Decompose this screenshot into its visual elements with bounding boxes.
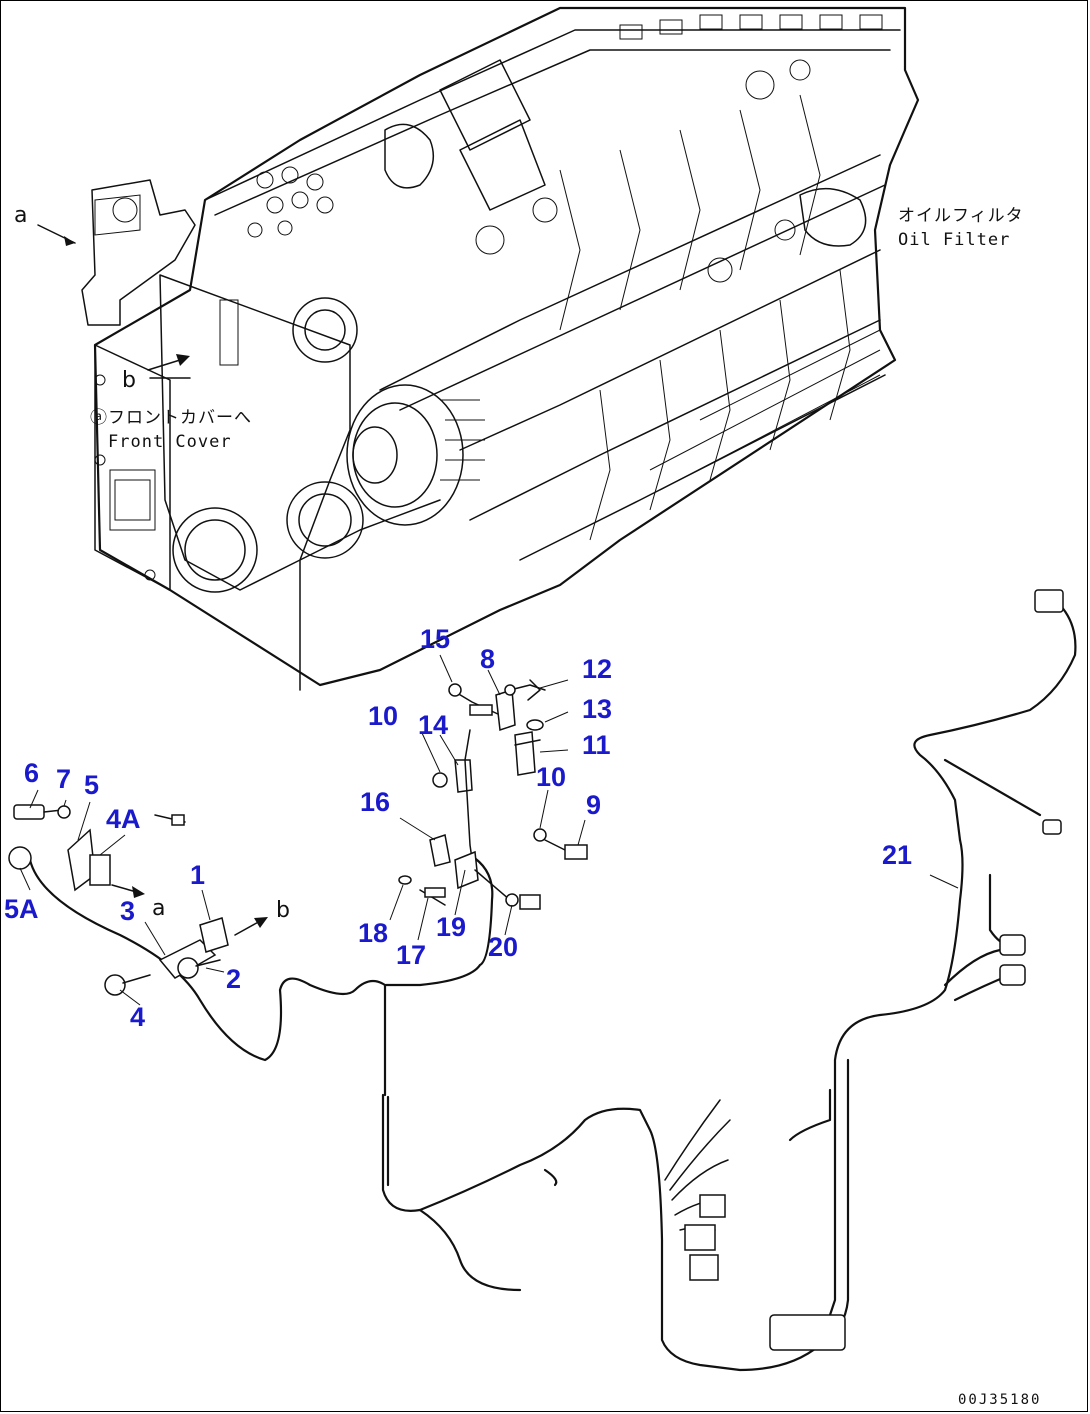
callout-14: 14 [418, 710, 449, 740]
callout-10-left: 10 [368, 701, 399, 731]
ref-a-top: a [14, 203, 28, 228]
callout-3: 3 [120, 896, 136, 926]
callout-13: 13 [582, 694, 613, 724]
callout-4: 4 [130, 1002, 146, 1032]
wiring-harness [28, 589, 1077, 1372]
callout-11: 11 [582, 730, 611, 760]
front-cover-label-jp: ⓐフロントカバーへ [90, 408, 252, 428]
reference-arrow-b-top [147, 354, 191, 379]
callout-19: 19 [436, 912, 467, 942]
oil-filter-label-jp: オイルフィルタ [898, 206, 1024, 226]
callout-5: 5 [84, 770, 100, 800]
drawing-code: 00J35180 [958, 1392, 1042, 1408]
left-sensor-parts [8, 804, 268, 996]
callout-7: 7 [56, 764, 72, 794]
callout-5a: 5A [4, 894, 39, 924]
callout-2: 2 [226, 964, 242, 994]
reference-arrow-a-top [37, 224, 76, 246]
callout-15: 15 [420, 624, 451, 654]
ref-a-mid: a [152, 896, 166, 921]
ref-b-mid: b [276, 898, 290, 923]
callout-1: 1 [190, 860, 206, 890]
callout-16: 16 [360, 787, 391, 817]
callout-17: 17 [396, 940, 427, 970]
callout-20: 20 [488, 932, 519, 962]
callout-4a: 4A [106, 804, 141, 834]
middle-clip-parts [19, 654, 959, 1006]
callout-8: 8 [480, 644, 496, 674]
callout-18: 18 [358, 918, 389, 948]
front-cover-label-en: Front Cover [108, 432, 232, 452]
callout-9: 9 [586, 790, 602, 820]
ref-b-top: b [122, 368, 136, 393]
callout-6: 6 [24, 758, 40, 788]
callout-21: 21 [882, 840, 913, 870]
engine-block [81, 6, 920, 691]
oil-filter-label-en: Oil Filter [898, 230, 1011, 250]
callout-12: 12 [582, 654, 613, 684]
callout-10-right: 10 [536, 762, 567, 792]
